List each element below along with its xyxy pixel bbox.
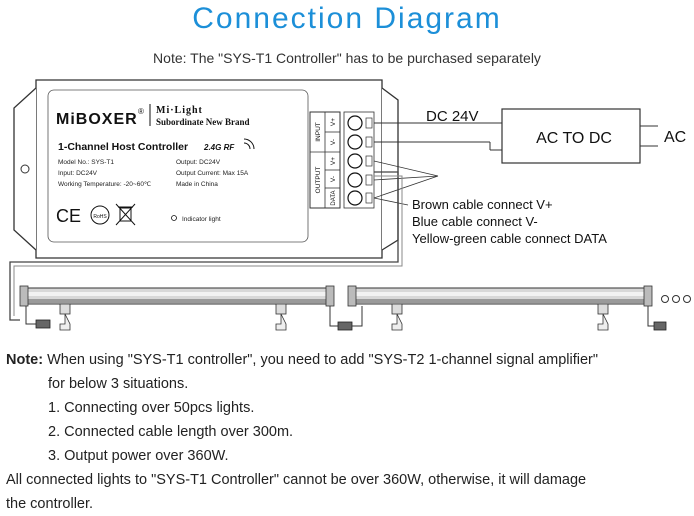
sub-brand: Subordinate New Brand bbox=[156, 117, 250, 127]
continuation-dots bbox=[661, 295, 691, 303]
rf-label: 2.4G RF bbox=[203, 143, 235, 152]
note-item: 2. Connected cable length over 300m. bbox=[48, 424, 294, 440]
cable-note-yellow-green: Yellow-green cable connect DATA bbox=[412, 231, 607, 246]
cable-pointers bbox=[373, 160, 439, 206]
notes-section: Note: When using "SYS-T1 controller", yo… bbox=[6, 348, 692, 516]
milight-logo: Mi·Light bbox=[156, 105, 203, 116]
controller: MiBOXER ® Mi·Light Subordinate New Brand… bbox=[13, 79, 399, 259]
page-title: Connection Diagram bbox=[192, 2, 502, 35]
rohs-icon: RoHS bbox=[90, 205, 110, 225]
weee-bin-icon bbox=[115, 203, 136, 226]
note-label: Note: bbox=[6, 352, 44, 368]
screw-terminals bbox=[343, 111, 375, 209]
connection-diagram: MiBOXER ® Mi·Light Subordinate New Brand… bbox=[9, 79, 691, 331]
terminal-output-data: DATA bbox=[331, 190, 337, 205]
ac-to-dc-label: AC TO DC bbox=[536, 130, 612, 147]
wifi-icon bbox=[243, 138, 255, 150]
ce-mark: CE bbox=[56, 206, 81, 226]
spec-temperature: Working Temperature: -20~60℃ bbox=[58, 181, 152, 188]
note-intro: Note: When using "SYS-T1 controller", yo… bbox=[6, 348, 692, 372]
rohs-text: RoHS bbox=[93, 214, 107, 220]
light-bar bbox=[347, 285, 667, 331]
spec-output: Output: DC24V bbox=[176, 159, 221, 166]
terminal-output-vminus: V- bbox=[330, 176, 337, 182]
ac-label: AC bbox=[664, 129, 686, 146]
cable-note-brown: Brown cable connect V+ bbox=[412, 197, 553, 212]
spec-input: Input: DC24V bbox=[58, 170, 98, 177]
input-label: INPUT bbox=[315, 122, 322, 142]
ac-to-dc-box bbox=[501, 108, 641, 164]
note-intro-text: When using "SYS-T1 controller", you need… bbox=[43, 352, 599, 368]
cable-note-blue: Blue cable connect V- bbox=[412, 214, 538, 229]
spec-model: Model No.: SYS-T1 bbox=[58, 159, 114, 166]
terminal-output-vplus: V+ bbox=[330, 157, 337, 165]
purchase-note: Note: The "SYS-T1 Controller" has to be … bbox=[153, 50, 541, 66]
note-item: 1. Connecting over 50pcs lights. bbox=[48, 400, 255, 416]
output-cable bbox=[9, 171, 403, 321]
note-item: 3. Output power over 360W. bbox=[48, 448, 229, 464]
controller-name: 1-Channel Host Controller bbox=[58, 141, 188, 153]
light-bar bbox=[19, 285, 363, 331]
terminal-input-vminus: V- bbox=[330, 139, 337, 145]
footer-warning: All connected lights to "SYS-T1 Controll… bbox=[6, 472, 587, 488]
registered-mark: ® bbox=[138, 107, 144, 116]
brand-logo: MiBOXER bbox=[56, 111, 138, 128]
footer-warning-continued: the controller. bbox=[6, 496, 94, 512]
indicator-label: Indicator light bbox=[182, 216, 221, 223]
spec-origin: Made in China bbox=[176, 181, 218, 188]
output-label: OUTPUT bbox=[315, 167, 322, 194]
power-wiring: DC 24V + − AC TO DC AC bbox=[374, 108, 686, 164]
indicator-light-icon bbox=[171, 215, 177, 221]
note-intro-continued: for below 3 situations. bbox=[48, 376, 189, 392]
dc-voltage-label: DC 24V bbox=[426, 108, 479, 125]
spec-output-current: Output Current: Max 15A bbox=[176, 170, 249, 177]
terminal-input-vplus: V+ bbox=[330, 118, 337, 126]
